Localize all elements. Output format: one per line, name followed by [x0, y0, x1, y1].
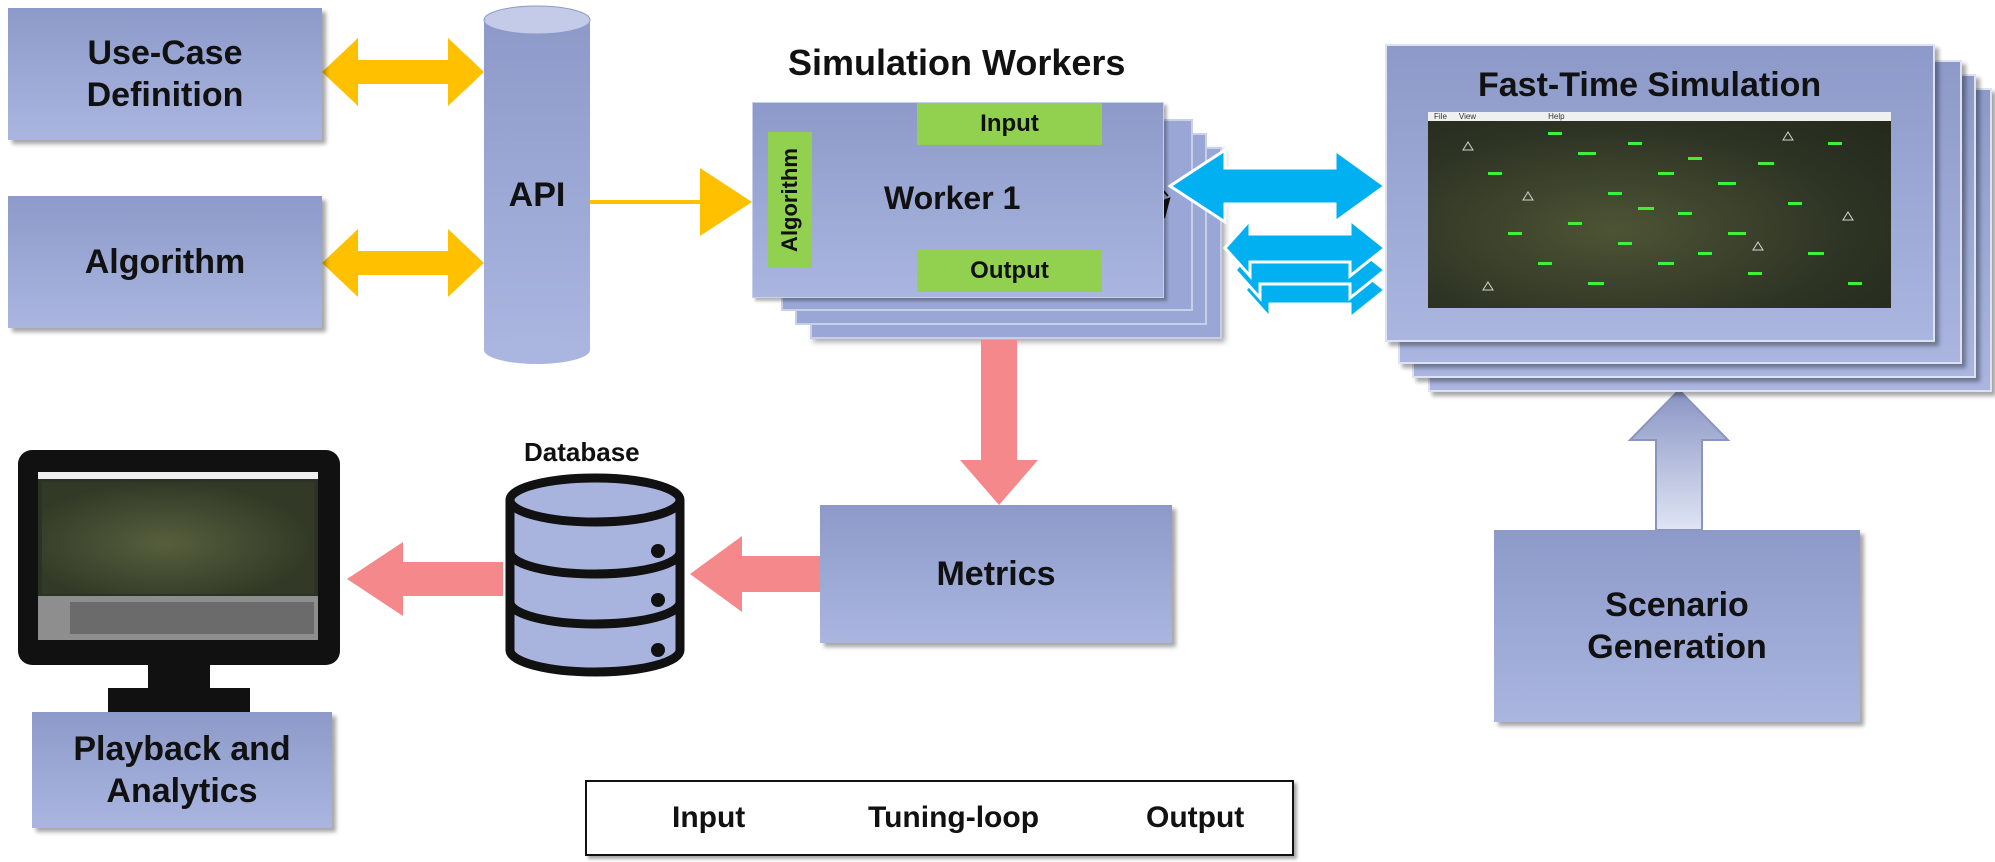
playback-monitor-screen: [38, 472, 318, 640]
legend-output: Output: [1146, 801, 1245, 834]
scenario-generation-label: Scenario Generation: [1587, 586, 1767, 666]
worker-output-label: Output: [970, 257, 1049, 284]
algorithm-label: Algorithm: [84, 243, 246, 281]
playback-analytics-label: Playback and Analytics: [73, 730, 291, 810]
usecase-api-arrow: [322, 38, 484, 106]
worker-algorithm-label: Algorithm: [777, 148, 803, 252]
legend-input: Input: [672, 801, 746, 834]
menu-file[interactable]: File: [1434, 112, 1447, 121]
scenario-fasttime-arrow: [1627, 388, 1731, 531]
radar-menubar: File View Help: [1428, 112, 1891, 121]
worker-1-label: Worker 1: [884, 180, 1021, 216]
worker-output-box: Output: [917, 250, 1102, 292]
use-case-definition-label: Use-Case Definition: [86, 34, 244, 114]
legend: Input Tuning-loop Output: [585, 780, 1294, 856]
radar-traffic-icon: [1462, 131, 1862, 291]
menu-help[interactable]: Help: [1548, 112, 1565, 121]
menu-view[interactable]: View: [1458, 112, 1477, 121]
database-icon: [505, 473, 685, 677]
fasttime-radar-screenshot: File View Help: [1428, 112, 1891, 308]
algorithm-api-arrow: [322, 229, 484, 297]
legend-tuning-loop: Tuning-loop: [868, 801, 1040, 834]
tuning-loop-arrows: [1167, 147, 1388, 322]
algorithm-box: Algorithm: [8, 196, 322, 328]
use-case-definition-box: Use-Case Definition: [8, 8, 322, 140]
metrics-box: Metrics: [820, 505, 1172, 643]
workers-metrics-arrow: [960, 340, 1038, 505]
worker-input-box: Input: [917, 103, 1102, 145]
database-playback-arrow: [347, 542, 503, 616]
api-workers-arrow: [588, 168, 752, 236]
scenario-generation-box: Scenario Generation: [1494, 530, 1860, 722]
metrics-database-arrow: [690, 536, 820, 612]
worker-algorithm-box: Algorithm: [768, 132, 812, 268]
worker-input-label: Input: [980, 110, 1039, 137]
metrics-label: Metrics: [936, 555, 1056, 593]
simulation-workers-title: Simulation Workers: [788, 42, 1126, 83]
fasttime-simulation-title: Fast-Time Simulation: [1478, 66, 1822, 104]
database-label: Database: [524, 437, 640, 467]
playback-analytics-box: Playback and Analytics: [32, 712, 332, 828]
api-cylinder: [483, 5, 591, 364]
api-label: API: [508, 176, 566, 214]
